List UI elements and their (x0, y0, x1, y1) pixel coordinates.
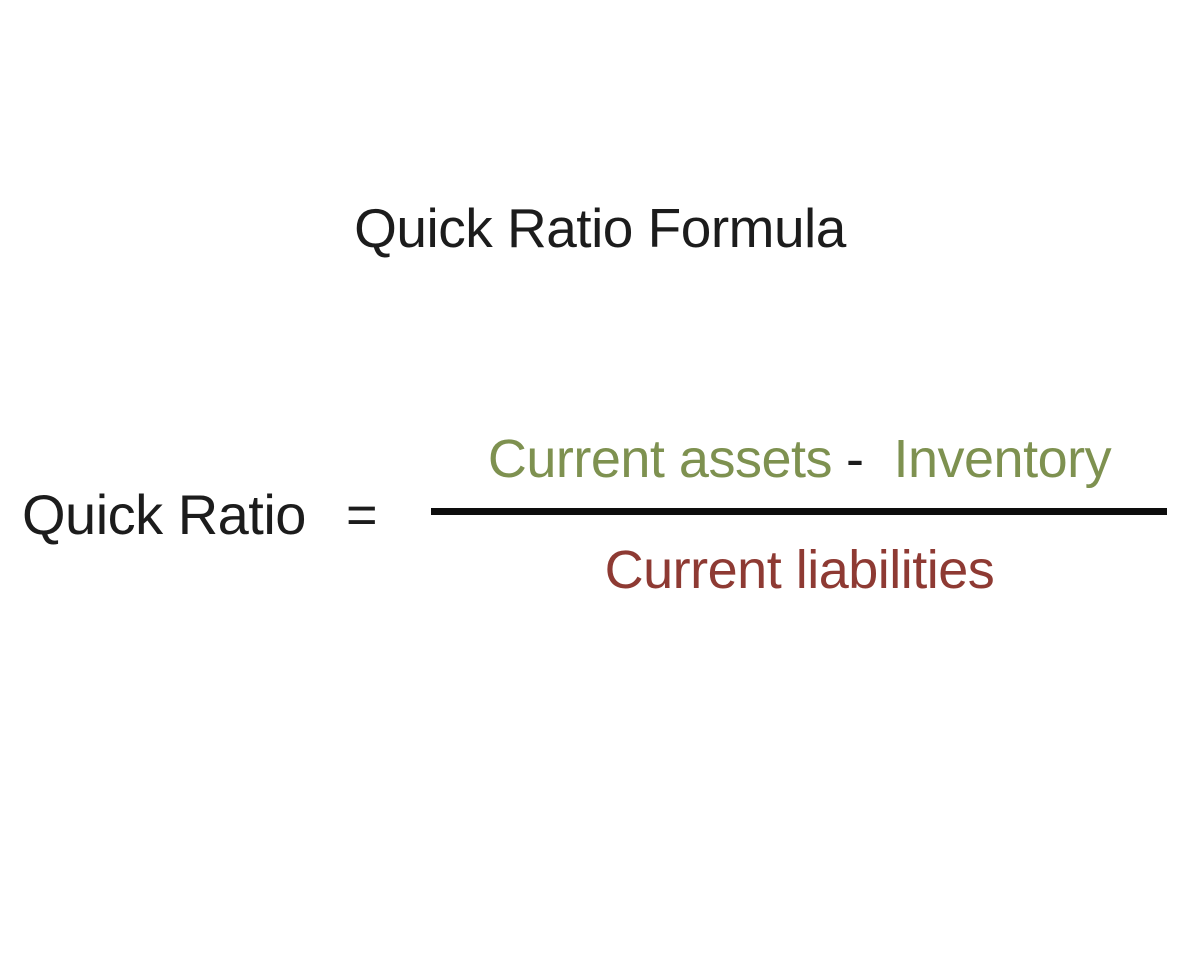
formula-lhs-label: Quick Ratio (22, 483, 306, 546)
numerator-term-current-assets: Current assets (487, 429, 833, 489)
fraction: Current assets-Inventory Current liabili… (431, 428, 1168, 601)
numerator-term-inventory: Inventory (893, 429, 1112, 489)
page-title: Quick Ratio Formula (354, 197, 846, 259)
minus-operator: - (846, 429, 864, 489)
quick-ratio-formula: Quick Ratio = Current assets-Inventory C… (22, 428, 1168, 601)
fraction-numerator: Current assets-Inventory (487, 428, 1112, 508)
fraction-denominator: Current liabilities (604, 540, 995, 600)
fraction-bar (431, 508, 1168, 515)
equals-sign: = (345, 484, 378, 545)
